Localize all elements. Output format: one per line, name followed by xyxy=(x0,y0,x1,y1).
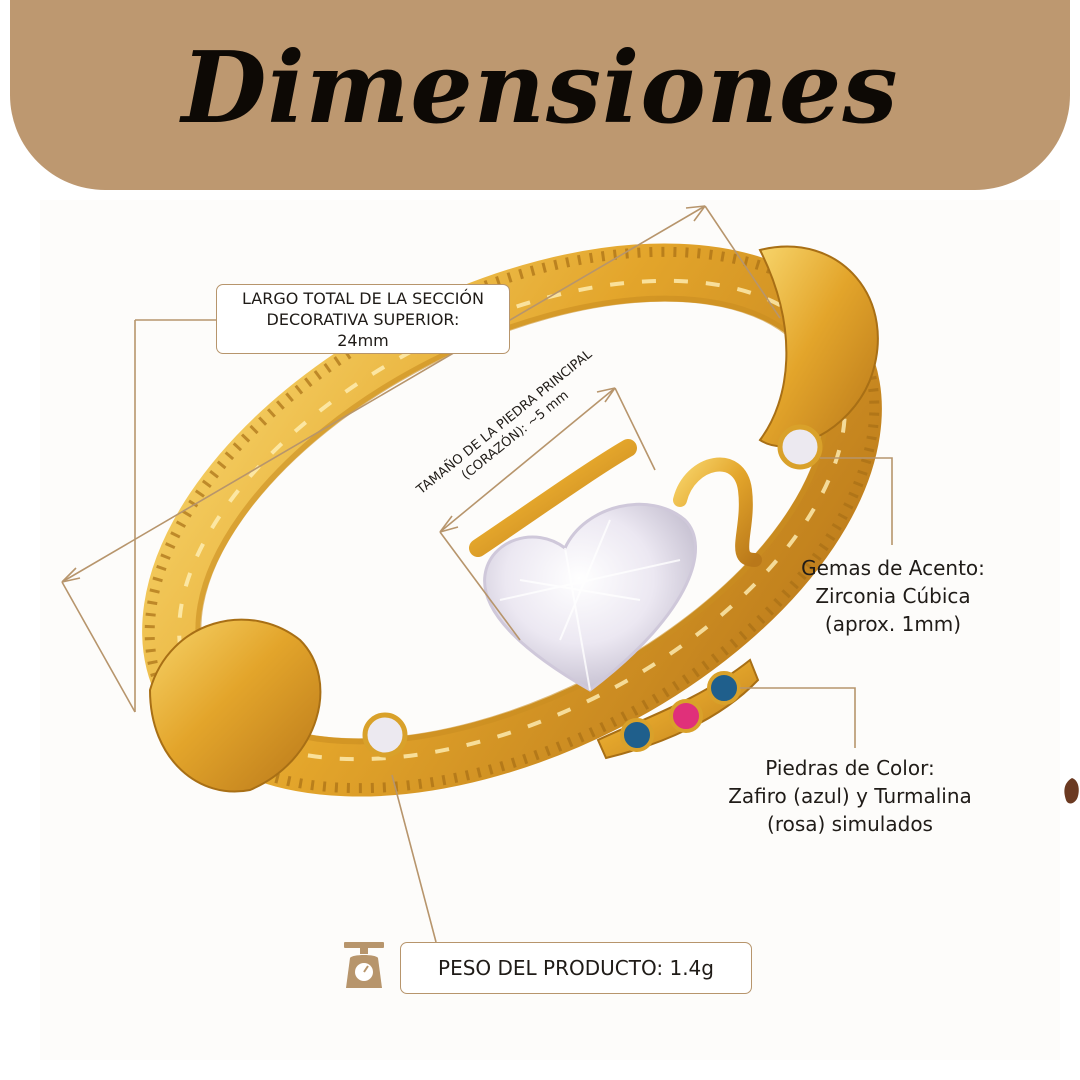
accent-gems-line-2: Zirconia Cúbica xyxy=(815,584,971,608)
sapphire-stone xyxy=(620,718,654,752)
ring-scroll-curl xyxy=(673,457,762,567)
color-stones-line-2: Zafiro (azul) y Turmalina xyxy=(728,784,972,808)
accent-gem-right xyxy=(777,424,823,470)
header-banner: Dimensiones xyxy=(10,0,1070,190)
scale-icon xyxy=(344,942,384,988)
total-length-value: 24mm xyxy=(337,331,389,350)
page-title: Dimensiones xyxy=(181,31,899,146)
color-stones-label: Piedras de Color: Zafiro (azul) y Turmal… xyxy=(690,754,1010,838)
weight-label: PESO DEL PRODUCTO: 1.4g xyxy=(400,942,752,994)
color-stones-line-1: Piedras de Color: xyxy=(765,756,935,780)
accent-gems-line-1: Gemas de Acento: xyxy=(801,556,985,580)
decorative-blob xyxy=(1064,778,1079,804)
total-length-label: LARGO TOTAL DE LA SECCIÓN DECORATIVA SUP… xyxy=(216,284,510,354)
ring-wing-left xyxy=(148,618,322,793)
heart-stone-facets xyxy=(499,519,681,691)
heart-stone xyxy=(483,502,697,692)
accent-gem-left xyxy=(362,712,408,758)
dimension-lines xyxy=(61,205,893,943)
accent-gems-line-3: (aprox. 1mm) xyxy=(824,612,962,636)
total-length-line-1: LARGO TOTAL DE LA SECCIÓN xyxy=(242,289,484,308)
sapphire-stone xyxy=(707,671,741,705)
heart-halo xyxy=(469,439,637,557)
accent-gems-label: Gemas de Acento: Zirconia Cúbica (aprox.… xyxy=(778,554,1008,638)
tourmaline-stone xyxy=(669,699,703,733)
ring-wing-right xyxy=(758,245,879,448)
color-stones-line-3: (rosa) simulados xyxy=(767,812,933,836)
total-length-line-2: DECORATIVA SUPERIOR: xyxy=(266,310,460,329)
